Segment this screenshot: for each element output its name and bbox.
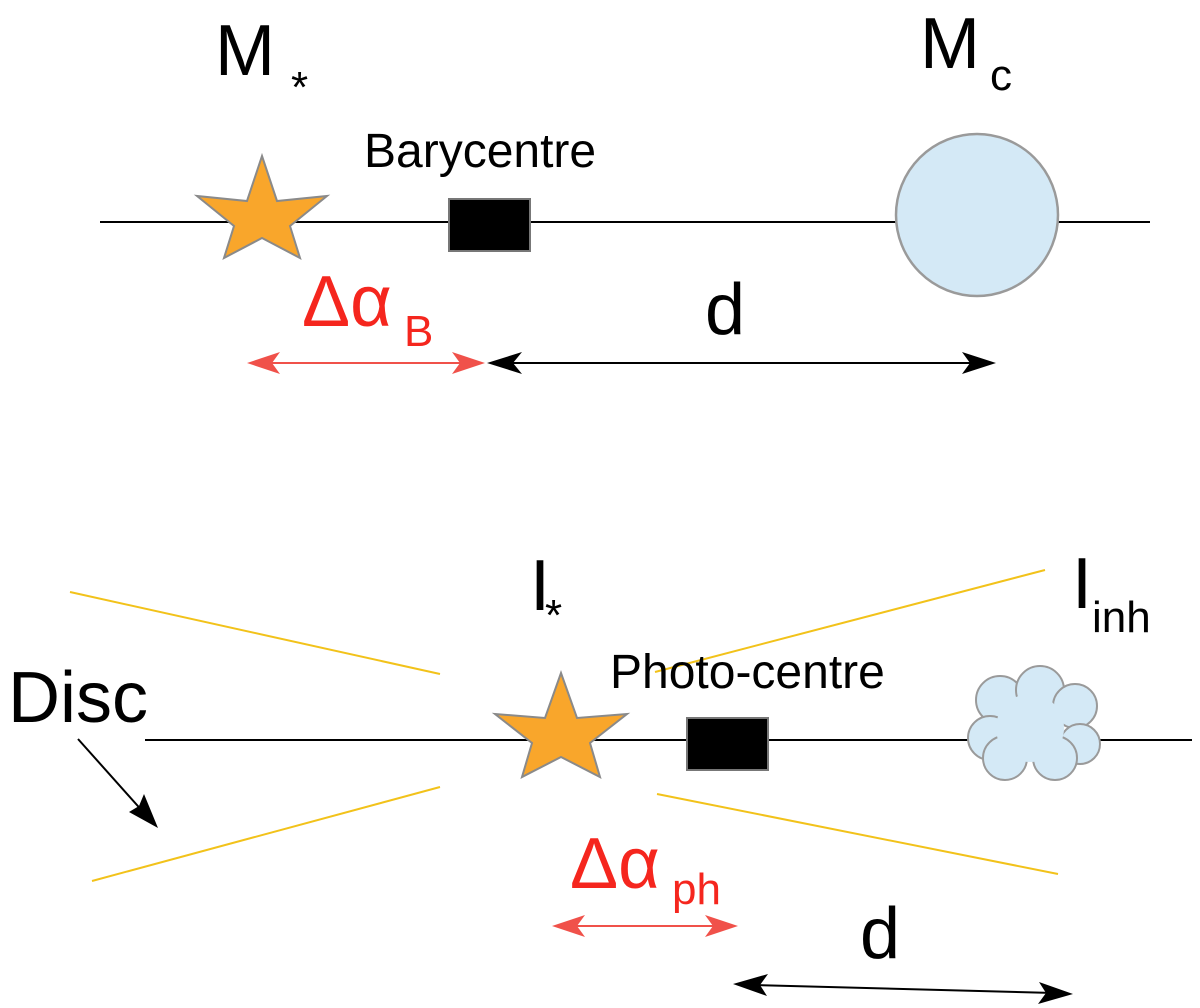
- barycentre-offset-label: Δα: [302, 262, 392, 342]
- photo-centre-offset-label: Δα: [570, 824, 660, 904]
- top-panel: M * M c Barycentre Δα B d: [100, 4, 1150, 374]
- barycentre-marker: [448, 198, 531, 252]
- companion-mass-label: M: [920, 4, 980, 84]
- star-luminosity-subscript: *: [545, 591, 562, 640]
- photo-centre-offset-subscript: ph: [672, 865, 721, 914]
- bottom-panel: I * I inh Photo-centre Disc Δα ph d: [8, 544, 1192, 1004]
- photo-centre-marker: [686, 717, 769, 771]
- star-luminosity-label: I: [530, 546, 550, 626]
- star-icon: [193, 152, 331, 261]
- inhomogeneity-luminosity-subscript: inh: [1092, 593, 1151, 642]
- barycentre-offset-arrow: [247, 352, 485, 374]
- barycentre-offset-subscript: B: [404, 307, 433, 356]
- star-mass-label: M: [215, 11, 275, 91]
- bottom-distance-label: d: [860, 894, 900, 974]
- companion-mass-subscript: c: [990, 51, 1012, 100]
- top-distance-label: d: [705, 270, 745, 350]
- photo-centre-offset-arrow: [552, 915, 738, 937]
- disc-outline: [69, 569, 1059, 882]
- star-icon: [491, 670, 631, 779]
- barycentre-label: Barycentre: [364, 125, 596, 178]
- top-distance-arrow: [487, 352, 996, 374]
- disc-pointer-arrow: [77, 738, 158, 828]
- disc-label: Disc: [8, 658, 148, 738]
- bottom-distance-arrow: [733, 974, 1073, 1004]
- companion-planet-icon: [894, 132, 1060, 298]
- photo-centre-label: Photo-centre: [610, 646, 885, 699]
- star-mass-subscript: *: [291, 63, 308, 112]
- cloud-inhomogeneity-icon: [967, 665, 1101, 781]
- inhomogeneity-luminosity-label: I: [1072, 544, 1092, 624]
